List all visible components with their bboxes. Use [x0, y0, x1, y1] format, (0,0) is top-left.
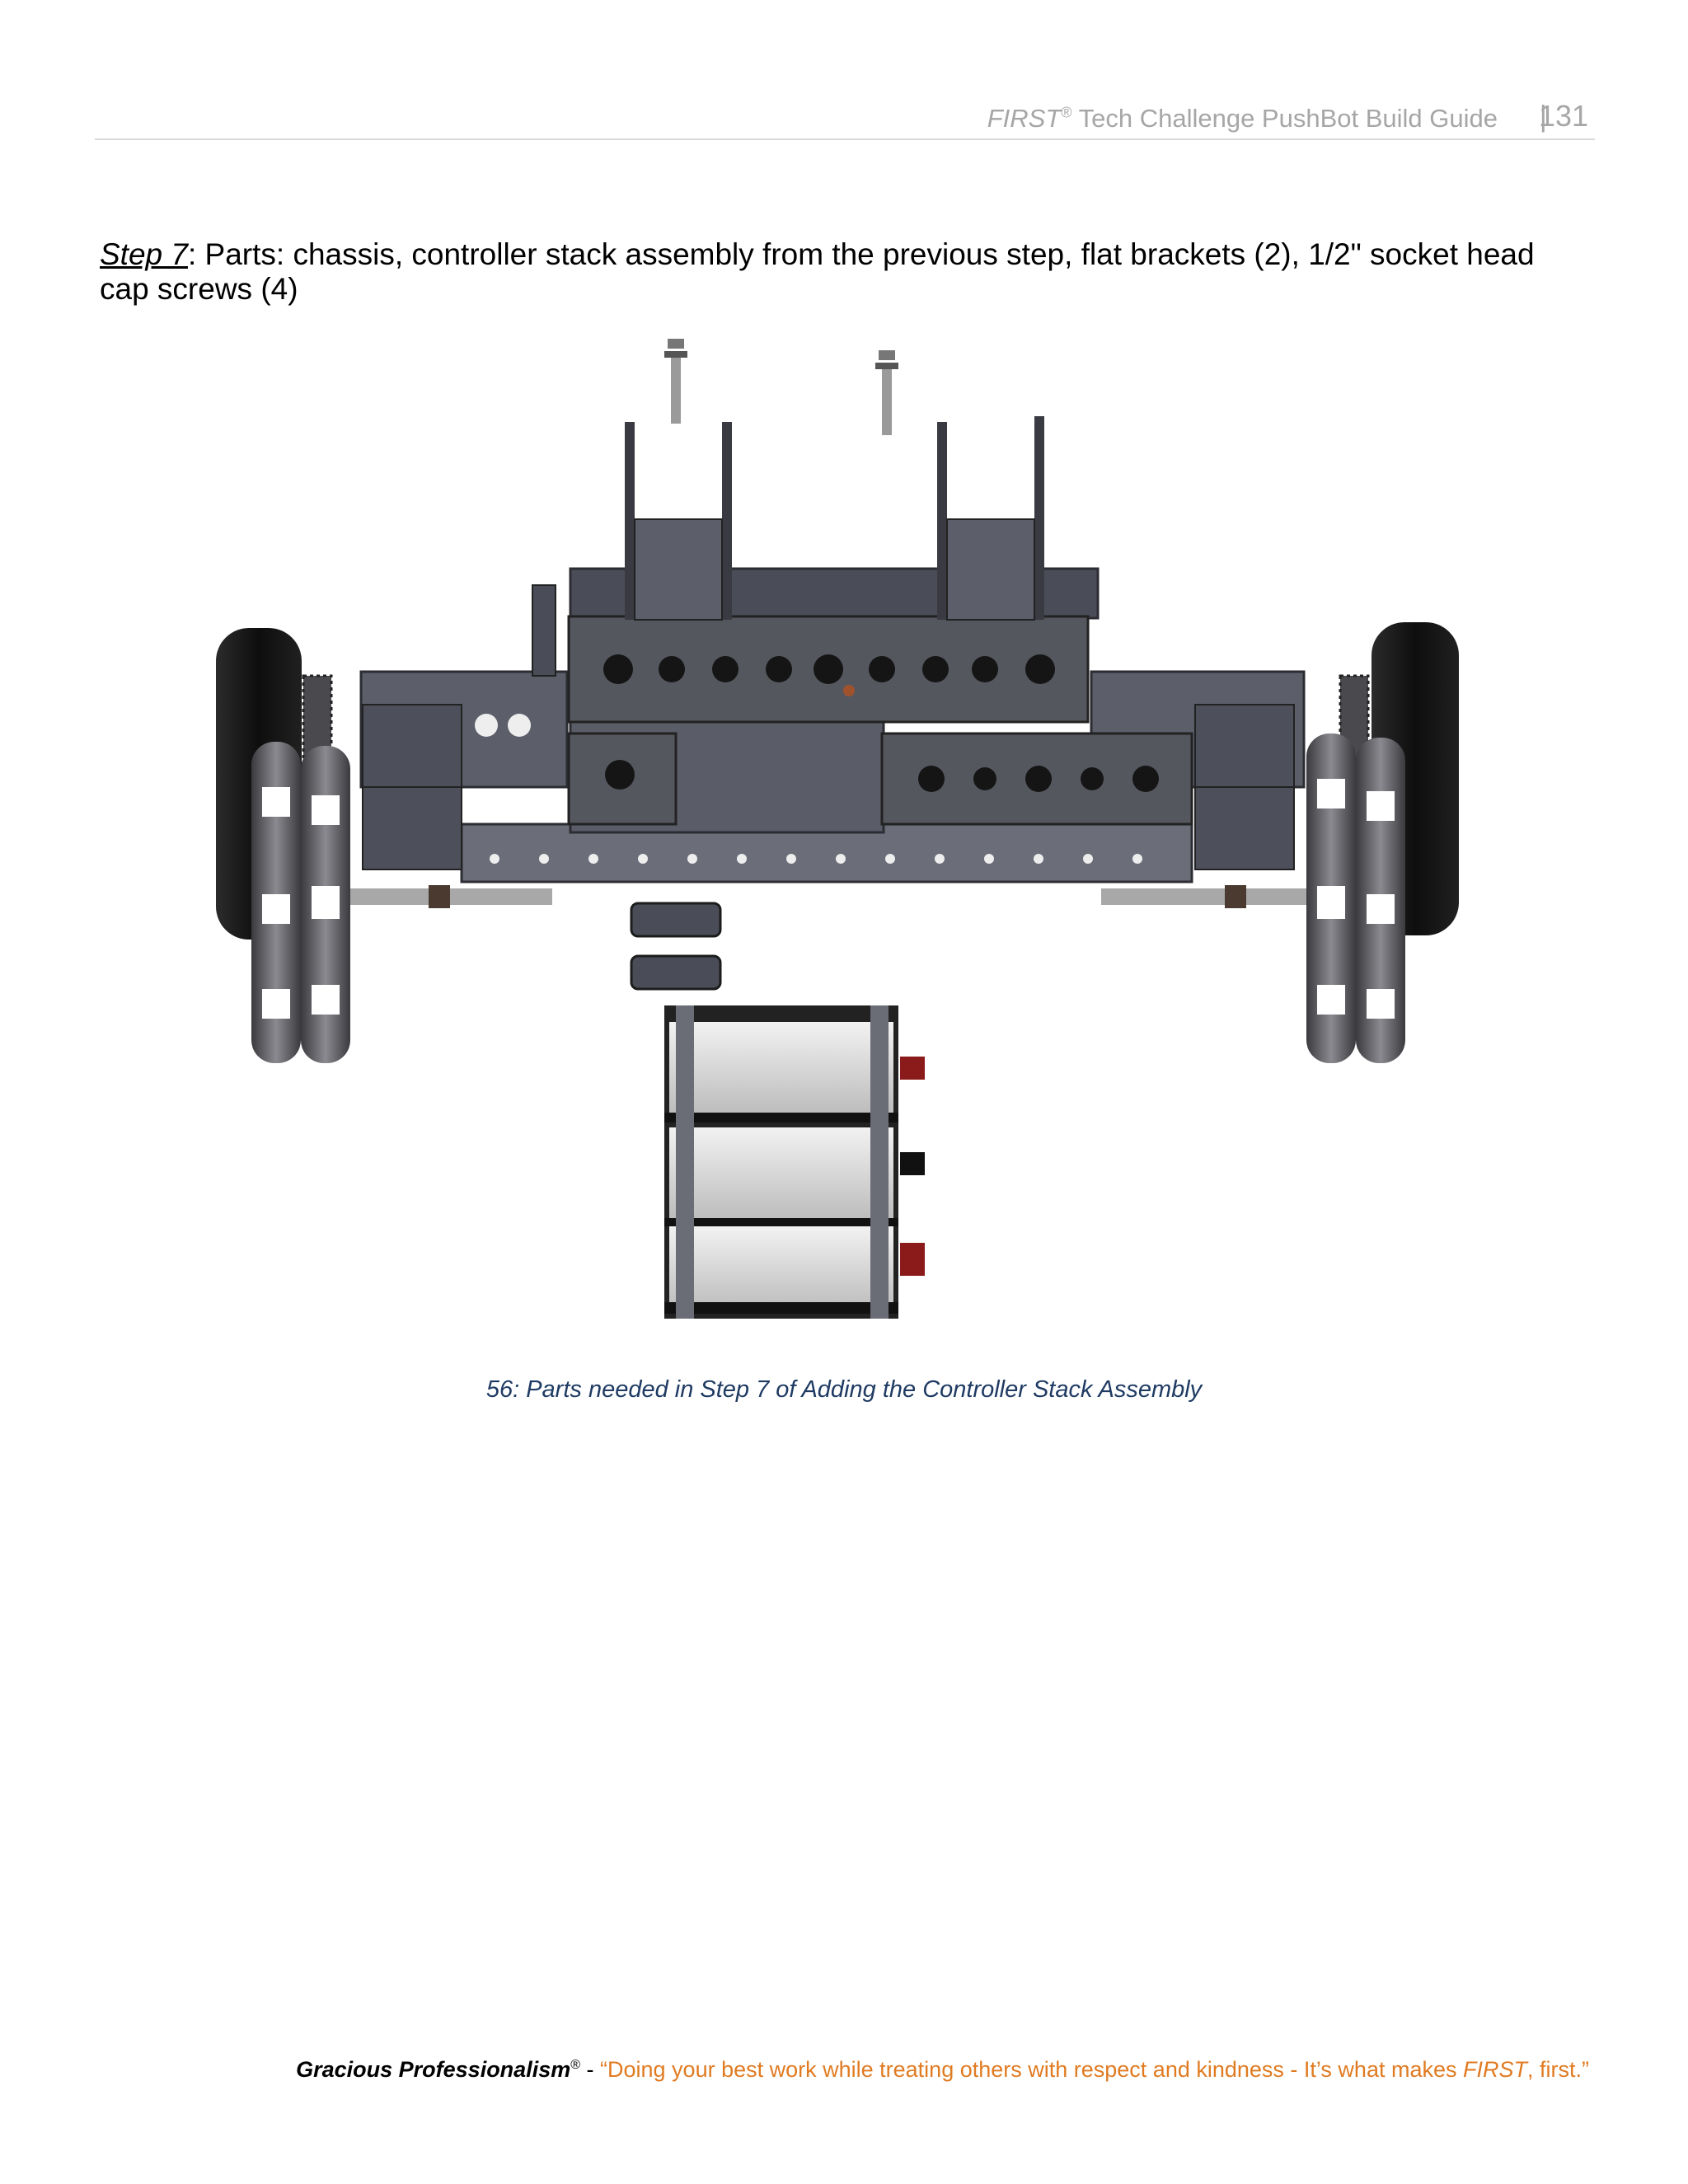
- corner-bracket: [1194, 786, 1295, 870]
- upright-bracket: [722, 422, 732, 620]
- upright-bracket: [1034, 416, 1044, 620]
- step-instruction: Step 7: Parts: chassis, controller stack…: [100, 237, 1592, 307]
- robot-assembly-illustration: [216, 339, 1459, 1319]
- footer-registered-mark: ®: [570, 2058, 581, 2072]
- footer-quote: “Doing your best work while treating oth…: [600, 2057, 1589, 2082]
- footer-brand: FIRST: [1463, 2057, 1527, 2082]
- page-footer: Gracious Professionalism® - “Doing your …: [0, 2057, 1589, 2083]
- header-title: FIRST® Tech Challenge PushBot Build Guid…: [987, 104, 1498, 134]
- socket-head-cap-screw: [664, 339, 687, 424]
- step-parts-text: : Parts: chassis, controller stack assem…: [100, 237, 1535, 306]
- corner-bracket: [1194, 704, 1295, 788]
- header-separator: |: [1539, 99, 1547, 133]
- flat-bracket: [630, 902, 722, 938]
- flat-bracket: [630, 954, 722, 991]
- corner-bracket: [362, 786, 462, 870]
- controller-stack-assembly: [664, 1005, 925, 1319]
- post: [532, 584, 556, 677]
- footer-quote-start: “Doing your best work while treating oth…: [600, 2057, 1463, 2082]
- omni-wheel-left: [251, 742, 350, 1063]
- page-header: FIRST® Tech Challenge PushBot Build Guid…: [95, 97, 1595, 140]
- header-title-rest: Tech Challenge PushBot Build Guide: [1071, 104, 1498, 133]
- step-label: Step 7: [100, 237, 188, 271]
- footer-quote-end: , first.”: [1527, 2057, 1589, 2082]
- page-number: 131: [1538, 99, 1588, 133]
- corner-bracket: [362, 704, 462, 788]
- upright-bracket: [625, 422, 635, 620]
- footer-dash: -: [580, 2057, 601, 2082]
- header-registered-mark: ®: [1061, 104, 1072, 121]
- figure-caption: 56: Parts needed in Step 7 of Adding the…: [485, 1376, 1203, 1403]
- omni-wheel-right: [1306, 733, 1405, 1063]
- chassis-front-rail: [460, 823, 1193, 883]
- upright-bracket: [937, 422, 947, 620]
- socket-head-cap-screw: [875, 350, 898, 435]
- footer-gp: Gracious Professionalism: [296, 2057, 571, 2082]
- upright-bracket-plate: [946, 518, 1035, 621]
- header-brand: FIRST: [987, 104, 1062, 133]
- axle-right: [1101, 888, 1315, 905]
- upright-bracket-plate: [634, 518, 723, 621]
